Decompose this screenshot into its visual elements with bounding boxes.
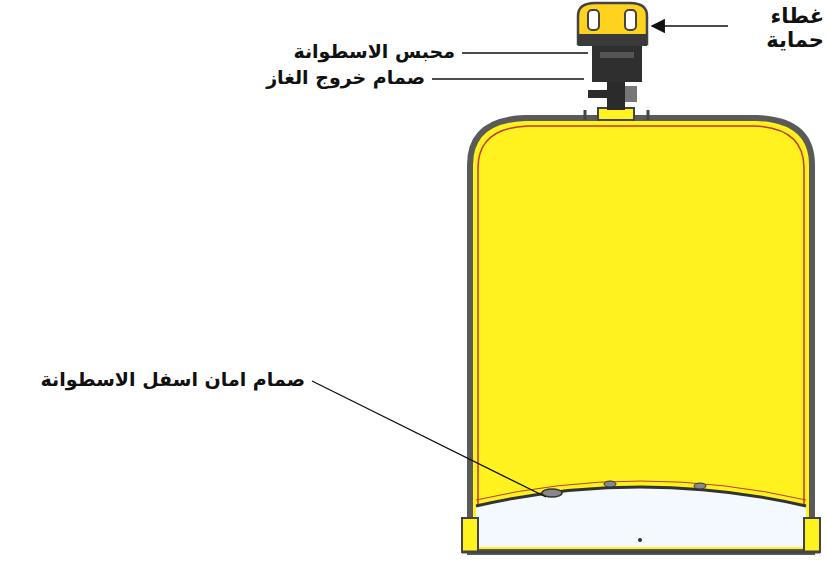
- foot-ring-right: [804, 518, 820, 552]
- gas-outlet: [588, 90, 612, 98]
- neck-stud: [584, 110, 587, 120]
- inner-wall: [478, 126, 804, 548]
- safety-valve-plug: [694, 483, 706, 489]
- foot-ring-left: [462, 518, 478, 552]
- cap-slot: [588, 10, 599, 30]
- foot-base: [462, 551, 820, 554]
- drain-dot: [638, 538, 642, 542]
- bottom-space: [476, 487, 806, 547]
- cylinder-valve-band: [600, 52, 634, 58]
- cap-slot: [625, 10, 636, 30]
- part-label: صمام امان اسفل الاسطوانة: [41, 369, 305, 391]
- cylinder-body: [470, 118, 812, 552]
- safety-valve-plug: [604, 481, 616, 487]
- neck-stud: [647, 110, 650, 120]
- cylinder-valve: [592, 46, 642, 82]
- bottom-inner-line: [476, 481, 806, 500]
- leader-line: [462, 52, 588, 53]
- part-label: محبس الاسطوانة: [293, 41, 455, 63]
- valve-side: [625, 86, 637, 102]
- leader-arrow: [652, 25, 728, 27]
- leader-line: [432, 78, 584, 79]
- cap-band: [578, 34, 647, 46]
- part-label: صمام خروج الغاز: [266, 67, 425, 89]
- cap-label: غطاء حماية: [734, 4, 824, 52]
- leader-line: [312, 381, 546, 497]
